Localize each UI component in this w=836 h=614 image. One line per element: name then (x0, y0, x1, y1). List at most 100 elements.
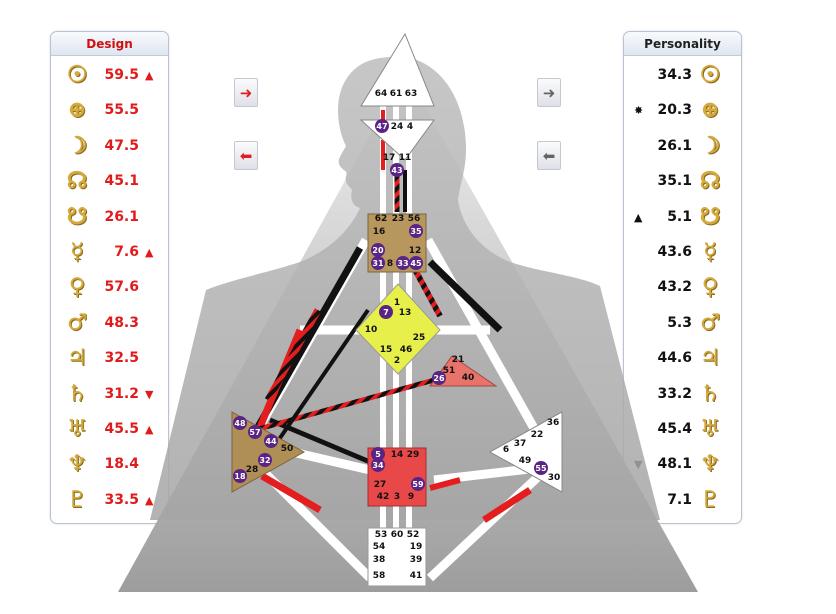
moon-icon: ☽ (699, 131, 721, 159)
gate-label: 56 (408, 214, 421, 224)
sun-icon: ☉ (699, 61, 721, 88)
design-row: ♆18.4 (51, 448, 168, 483)
north-node-icon: ☊ (66, 167, 88, 195)
channel-personality (427, 259, 503, 333)
neptune-icon: ♆ (699, 450, 721, 478)
gate-label: 12 (409, 246, 422, 256)
gate-label: 4 (407, 122, 413, 132)
channel-both (409, 262, 443, 318)
south-node-icon: ☋ (699, 202, 721, 230)
personality-row: ♂5.3 (624, 307, 741, 342)
design-row: ☋26.1 (51, 201, 168, 236)
venus-icon: ♀ (68, 273, 86, 301)
design-value: 45.1 (104, 173, 139, 190)
gate-label: 34 (372, 461, 384, 470)
gate-label: 39 (410, 555, 423, 565)
gate-marker (371, 256, 385, 270)
gate-label: 27 (374, 480, 387, 490)
personality-prev-button[interactable]: ⬅ (537, 141, 561, 170)
personality-next-button[interactable]: ➜ (537, 78, 561, 107)
moon-icon: ☽ (66, 131, 88, 159)
personality-row: ♀43.2 (624, 271, 741, 306)
gate-label: 45 (410, 259, 422, 268)
gate-label: 35 (410, 227, 422, 236)
personality-row: ♃44.6 (624, 342, 741, 377)
gate-label: 19 (410, 542, 423, 552)
head-center (360, 32, 435, 107)
gate-label: 26 (433, 374, 445, 383)
channel-both (247, 377, 435, 435)
channel-design (260, 472, 322, 514)
design-value: 32.5 (104, 350, 139, 367)
g-center (355, 283, 441, 375)
personality-row: ☽ 26.1 (624, 130, 741, 165)
gate-label: 51 (443, 366, 456, 376)
personality-row: ⊕20.3✸ (624, 94, 741, 129)
design-marker-icon: ▼ (145, 387, 154, 401)
gate-label: 24 (391, 122, 404, 132)
channel-design (429, 477, 461, 491)
heart-center (429, 355, 498, 387)
gate-label: 25 (413, 333, 426, 343)
design-value: 47.5 (104, 137, 139, 154)
design-marker-icon: ▲ (145, 69, 154, 82)
gate-label: 9 (408, 492, 414, 502)
gate-label: 16 (373, 227, 386, 237)
gate-label: 40 (462, 373, 475, 383)
gate-marker (396, 256, 410, 270)
gate-marker (248, 425, 262, 439)
gate-label: 33 (397, 259, 408, 268)
uranus-icon: ♅ (699, 415, 721, 442)
design-next-button[interactable]: ➜ (234, 78, 258, 107)
personality-row: ☉ 34.3 (624, 59, 741, 94)
gate-marker (233, 416, 247, 430)
design-value: 33.5 (104, 491, 139, 508)
personality-value: 43.2 (657, 279, 692, 296)
gate-label: 53 (375, 530, 388, 540)
gate-label: 31 (372, 259, 384, 268)
personality-marker-icon: ✸ (634, 104, 644, 118)
design-row: ♄ 31.2 ▼ (51, 378, 168, 413)
personality-value: 5.3 (667, 314, 692, 331)
gate-label: 52 (407, 530, 420, 540)
gate-label: 60 (391, 530, 404, 540)
personality-value: 33.2 (657, 385, 692, 402)
design-value: 45.5 (104, 421, 139, 437)
gate-label: 15 (380, 345, 393, 355)
channel-design (482, 487, 532, 523)
mercury-icon: ☿ (702, 238, 718, 265)
gate-label: 8 (387, 259, 393, 269)
design-panel-title: Design (51, 32, 168, 56)
design-row: ☉59.5▲ (51, 59, 168, 94)
gate-label: 32 (259, 456, 270, 465)
personality-row: ☿43.6 (624, 236, 741, 271)
personality-value: 34.3 (657, 67, 692, 83)
design-row: ♂48.3 (51, 307, 168, 342)
gate-marker (379, 305, 393, 319)
personality-value: 26.1 (657, 137, 692, 154)
gate-label: 63 (405, 89, 418, 99)
saturn-icon: ♄ (66, 379, 88, 407)
gate-label: 3 (394, 492, 400, 502)
jupiter-icon: ♃ (699, 344, 721, 372)
design-value: 48.3 (104, 314, 139, 331)
saturn-icon: ♄ (699, 379, 721, 407)
mercury-icon: ☿ (69, 238, 85, 265)
design-prev-button[interactable]: ⬅ (234, 141, 258, 170)
gate-marker (264, 434, 278, 448)
gate-marker (258, 453, 272, 467)
gate-marker (409, 256, 423, 270)
design-value: 31.2 (104, 385, 139, 402)
design-panel: Design ☉59.5▲⊕55.5☽47.5☊45.1☋26.1☿7.6▲♀5… (50, 31, 169, 524)
gate-label: 54 (373, 542, 386, 552)
personality-value: 7.1 (667, 491, 692, 508)
gate-label: 50 (281, 444, 294, 454)
design-value: 55.5 (104, 102, 139, 119)
design-value: 18.4 (104, 456, 139, 473)
south-node-icon: ☋ (66, 202, 88, 230)
gate-label: 41 (410, 571, 423, 581)
design-row: ☊ 45.1 (51, 165, 168, 200)
earth-icon: ⊕ (700, 96, 720, 124)
